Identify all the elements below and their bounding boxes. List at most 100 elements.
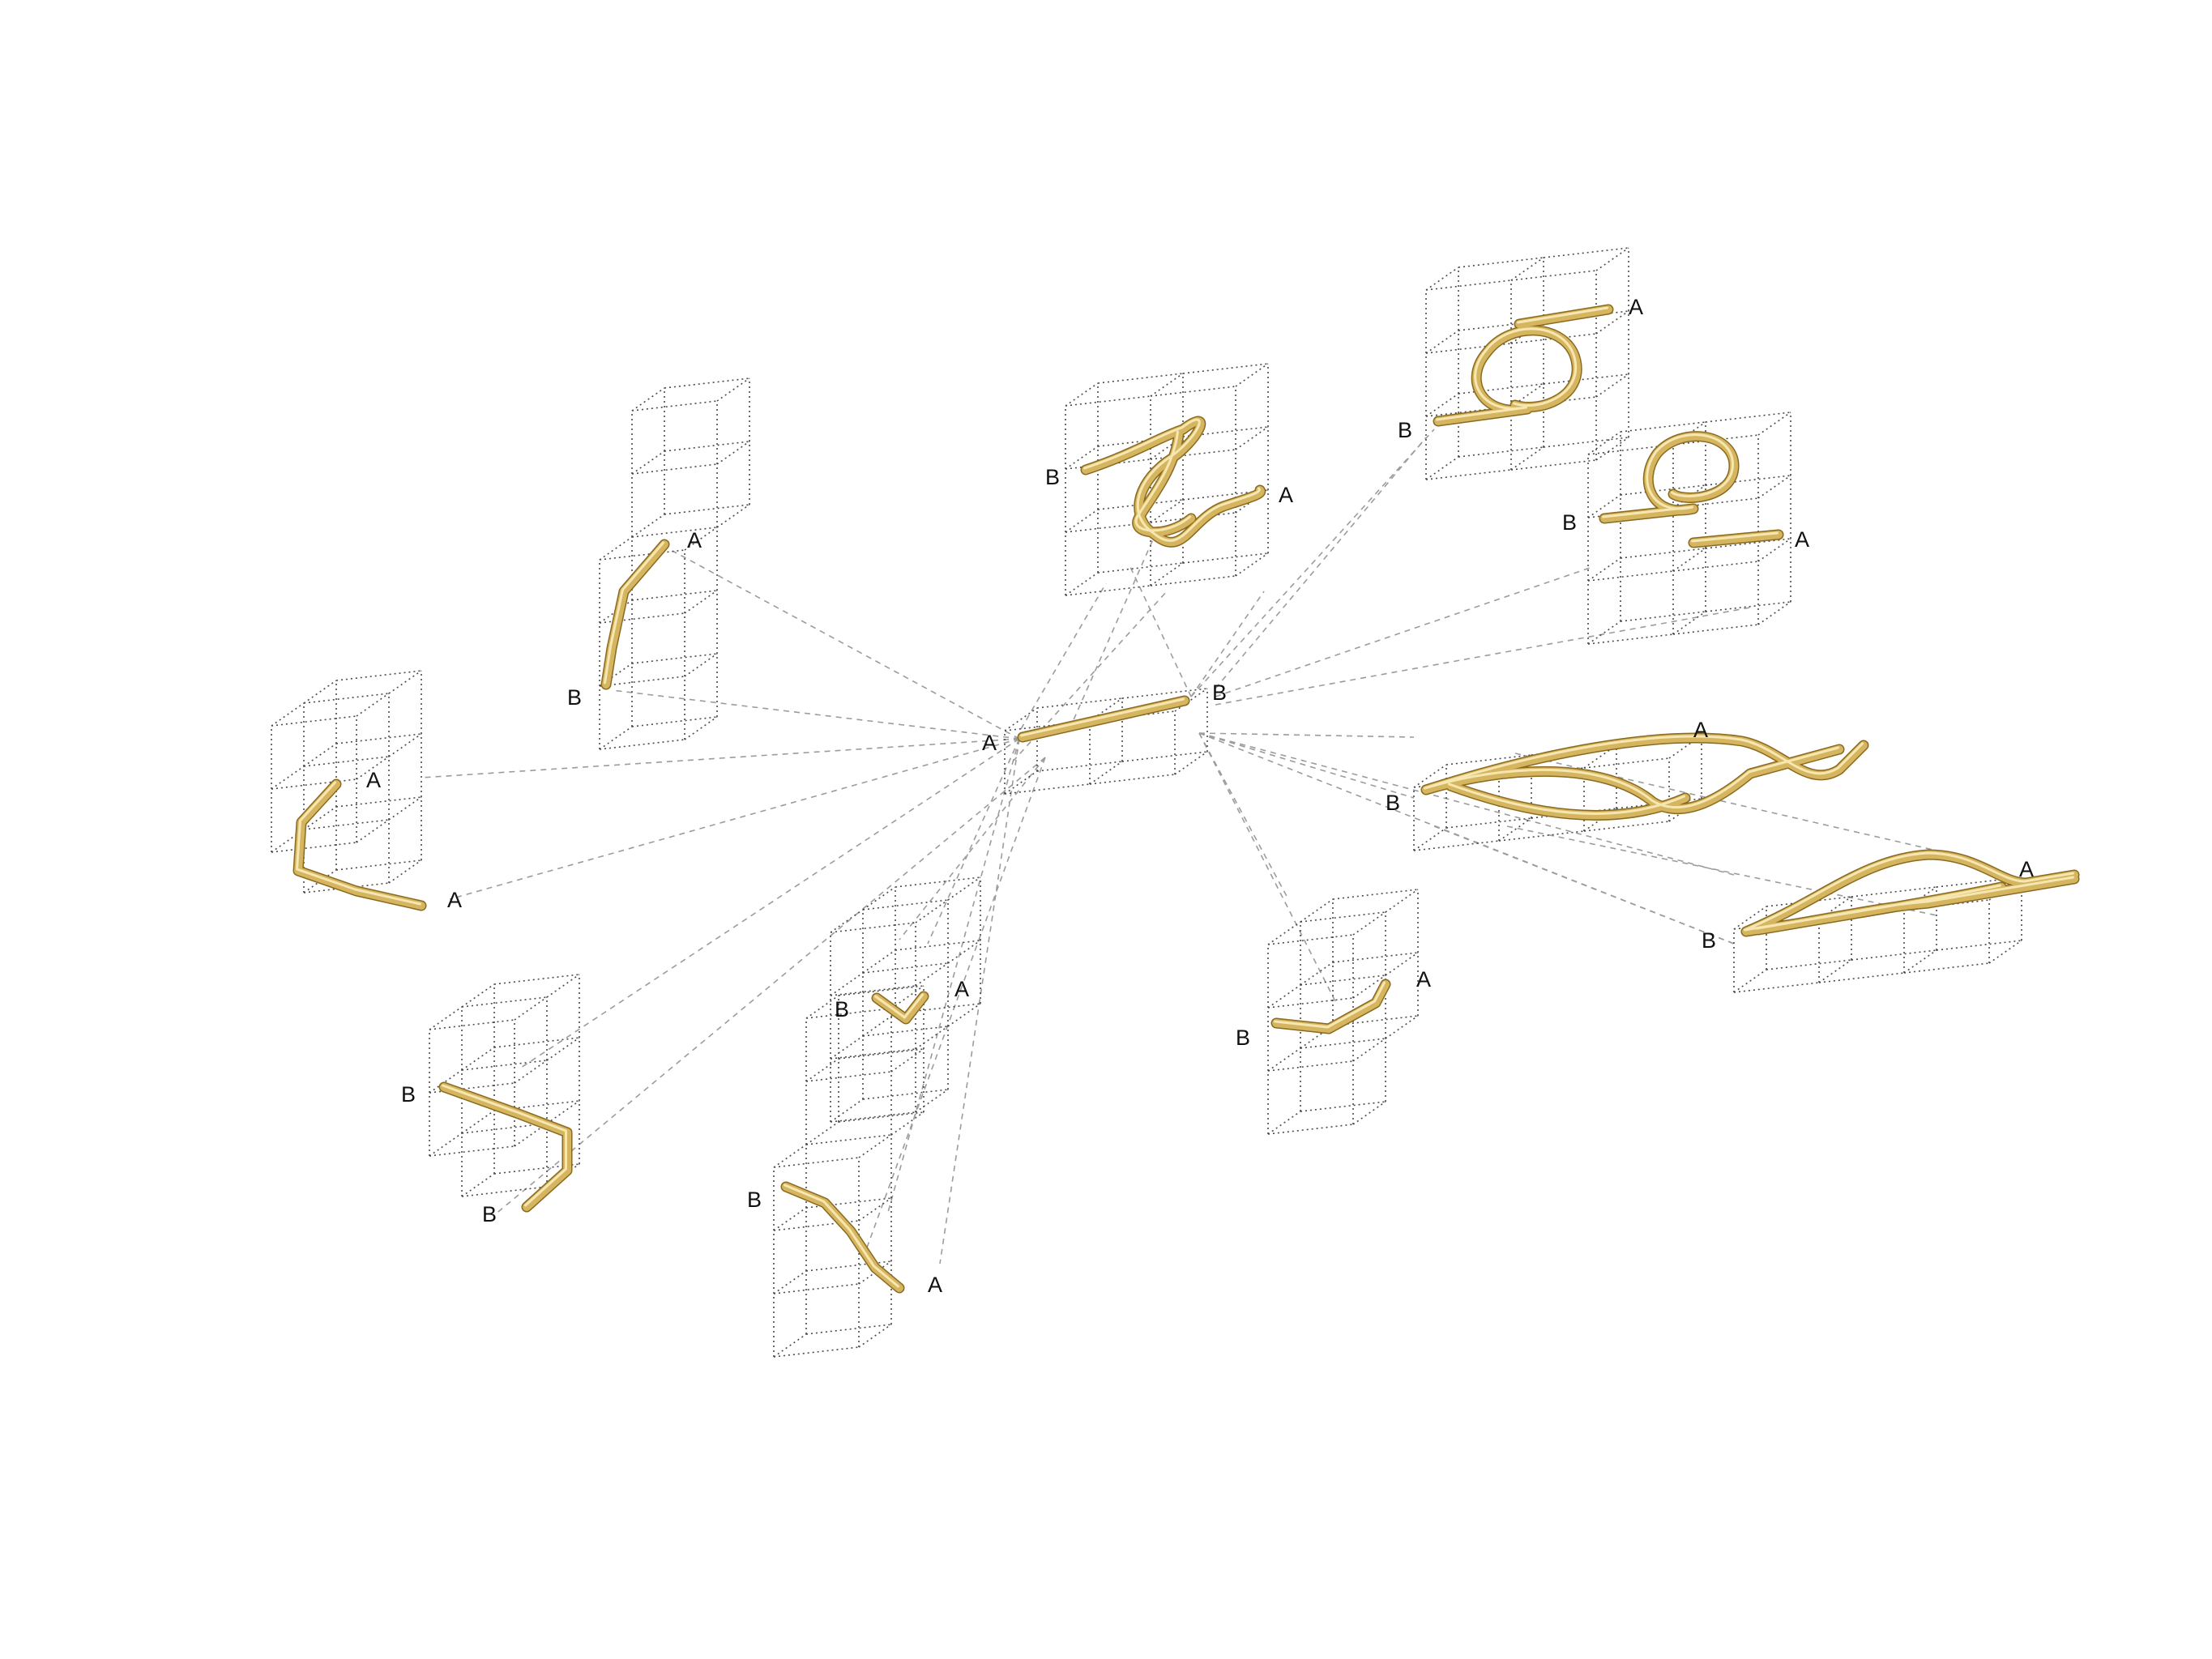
box-edge <box>716 441 750 465</box>
center-tube <box>1017 695 1190 743</box>
box-edge <box>1004 707 1038 731</box>
tube-body <box>1082 417 1265 547</box>
box-edge <box>773 1144 807 1168</box>
box-edge <box>1413 764 1447 788</box>
box-edge <box>514 996 548 1021</box>
box-edge <box>1065 509 1099 533</box>
box-edge <box>1385 889 1419 913</box>
upper-left-tube <box>600 539 670 690</box>
connector-line <box>1190 591 1265 697</box>
box-edge <box>1498 817 1532 842</box>
connector-line <box>421 738 1020 778</box>
box-edge <box>1352 1038 1386 1062</box>
box-edge <box>1425 330 1459 354</box>
connector-line <box>1215 607 1751 706</box>
box-edge <box>1757 412 1791 436</box>
tube-highlight <box>604 541 664 684</box>
box-edge <box>858 1324 892 1348</box>
end-label-a: A <box>687 528 702 552</box>
connector-line <box>1020 582 1107 730</box>
end-label-b: B <box>747 1188 762 1212</box>
tube-highlight <box>442 1084 567 1207</box>
box-edge <box>1267 1111 1301 1135</box>
bottom-right-small-boxes <box>1267 889 1419 1135</box>
box-edge <box>546 1100 580 1124</box>
box-edge <box>1150 436 1184 460</box>
top-right-upper-tube <box>1433 304 1614 427</box>
tube-body <box>602 540 668 689</box>
tube-highlight <box>296 781 421 906</box>
box-edge <box>1004 770 1038 795</box>
box-edge <box>773 1333 807 1358</box>
box-edge <box>1235 426 1269 450</box>
connector-line <box>1215 437 1427 689</box>
tube-body <box>1018 697 1189 741</box>
box-edge <box>1385 952 1419 976</box>
box-edge <box>1757 538 1791 562</box>
box-edge <box>1267 984 1301 1009</box>
box-edge <box>1595 373 1629 398</box>
box-edge <box>461 1173 495 1197</box>
end-label-b: B <box>401 1082 416 1107</box>
box-edge <box>1065 446 1099 470</box>
box-edge <box>1583 744 1617 769</box>
box-edge <box>1300 898 1334 923</box>
box-edge <box>1672 611 1706 635</box>
connector-line <box>1514 753 1937 851</box>
box-edge <box>716 504 750 528</box>
bottom-center-tall-boxes <box>773 985 925 1358</box>
box-edge <box>1174 688 1208 712</box>
box-edge <box>1150 499 1184 523</box>
box-edge <box>684 716 718 740</box>
box-edge <box>1587 621 1621 645</box>
box-edge <box>631 450 665 475</box>
connector-line <box>518 738 1020 1070</box>
connector-line <box>1190 429 1435 697</box>
box-edge <box>805 995 839 1019</box>
tube-shadow <box>1599 431 1784 548</box>
connector-line <box>1215 566 1593 697</box>
box-edge <box>271 829 305 853</box>
box-edge <box>830 909 864 933</box>
top-center-tube <box>1080 416 1266 548</box>
end-label-b: B <box>1562 510 1577 535</box>
box-edge <box>429 1006 463 1030</box>
box-edge <box>1300 1025 1334 1049</box>
box-edge <box>1510 383 1544 407</box>
end-label-a: A <box>1629 295 1643 319</box>
end-label-b: B <box>482 1202 497 1226</box>
box-edge <box>546 1037 580 1061</box>
end-label-a: A <box>2019 857 2034 881</box>
center-boxes <box>1004 688 1208 795</box>
end-label-a: A <box>1693 718 1708 742</box>
box-edge <box>862 1013 896 1037</box>
box-edge <box>514 1123 548 1147</box>
grid-boxes <box>271 247 2022 1358</box>
box-edge <box>599 663 633 687</box>
tube-highlight <box>1602 433 1779 543</box>
box-edge <box>461 983 495 1008</box>
box-edge <box>1733 906 1767 930</box>
tube-highlight <box>784 1183 899 1288</box>
tube-highlight <box>1424 735 1864 815</box>
box-edge <box>1587 494 1621 518</box>
box-edge <box>1065 382 1099 407</box>
box-edge <box>858 1134 892 1158</box>
connector-line <box>1012 591 1168 762</box>
box-edge <box>890 1111 925 1136</box>
end-label-a: A <box>982 731 997 755</box>
end-label-b: B <box>1386 791 1400 815</box>
box-edge <box>1089 761 1123 785</box>
box-edge <box>631 514 665 538</box>
box-edge <box>1267 1047 1301 1072</box>
connector-line <box>611 689 1020 740</box>
bottom-right-small-tube <box>1270 979 1391 1034</box>
box-edge <box>862 949 896 974</box>
box-edge <box>1385 1015 1419 1039</box>
box-edge <box>915 1026 949 1050</box>
box-edge <box>1235 363 1269 387</box>
box-edge <box>271 766 305 790</box>
connector-line <box>1198 732 1415 738</box>
